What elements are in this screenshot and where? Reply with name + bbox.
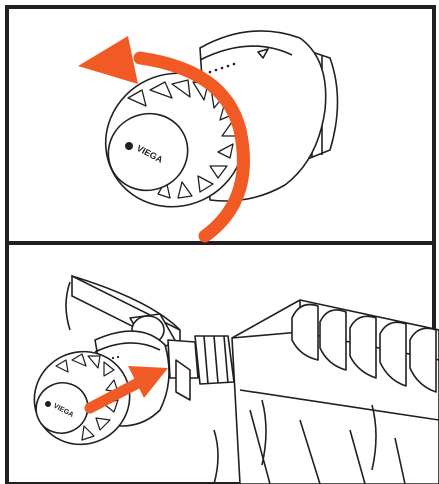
- front-cap-bottom: [35, 382, 89, 434]
- radiator: [213, 299, 439, 484]
- push-arrow-icon: [84, 366, 168, 414]
- thermostat-head-bottom: [33, 330, 170, 446]
- front-cap: [107, 112, 189, 192]
- radiator-valve: [129, 313, 235, 401]
- thermostat-head-top: [104, 30, 339, 208]
- rotate-arrow-icon: [78, 36, 250, 243]
- scale-dots: [208, 62, 236, 74]
